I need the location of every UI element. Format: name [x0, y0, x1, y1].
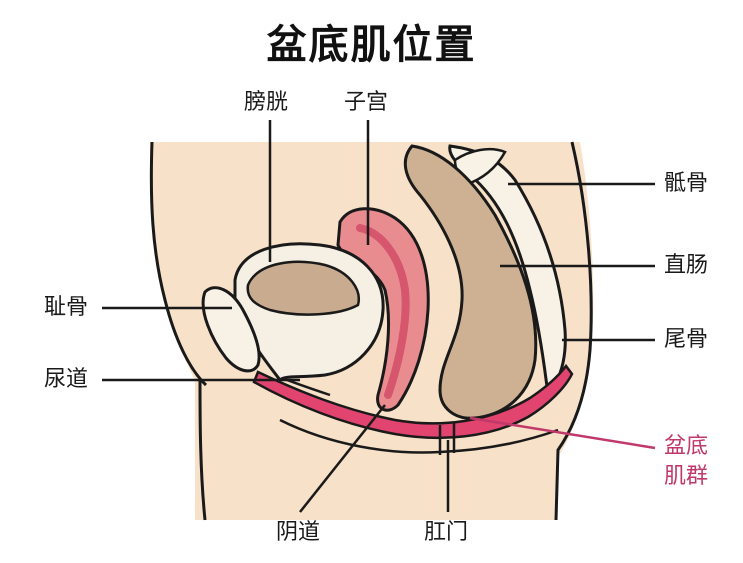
- body-outline-left: [149, 141, 208, 387]
- thigh-outline: [198, 379, 207, 521]
- label-pelvic-floor-line1: 盆底: [664, 434, 709, 459]
- label-rectum: 直肠: [664, 253, 709, 278]
- bladder-content: [246, 260, 360, 316]
- pelvic-floor-muscles: [252, 363, 574, 440]
- label-pubic-bone: 耻骨: [44, 295, 89, 320]
- leader-pelvic-floor: [469, 416, 656, 450]
- body-outline-right: [554, 141, 593, 521]
- label-vagina: 阴道: [276, 520, 321, 545]
- label-anus: 肛门: [424, 520, 469, 545]
- uterus-lining: [356, 224, 410, 399]
- label-bladder: 膀胱: [244, 90, 289, 115]
- leader-vagina: [299, 404, 386, 513]
- rectum: [403, 144, 538, 420]
- label-urethra: 尿道: [44, 367, 89, 392]
- page-title: 盆底肌位置: [266, 22, 477, 68]
- anal-canal: [438, 423, 456, 455]
- label-coccyx: 尾骨: [664, 327, 709, 352]
- leader-lines: [102, 120, 655, 513]
- label-sacrum: 骶骨: [664, 171, 709, 196]
- label-pelvic-floor-line2: 肌群: [664, 464, 709, 489]
- label-uterus: 子宫: [344, 90, 389, 115]
